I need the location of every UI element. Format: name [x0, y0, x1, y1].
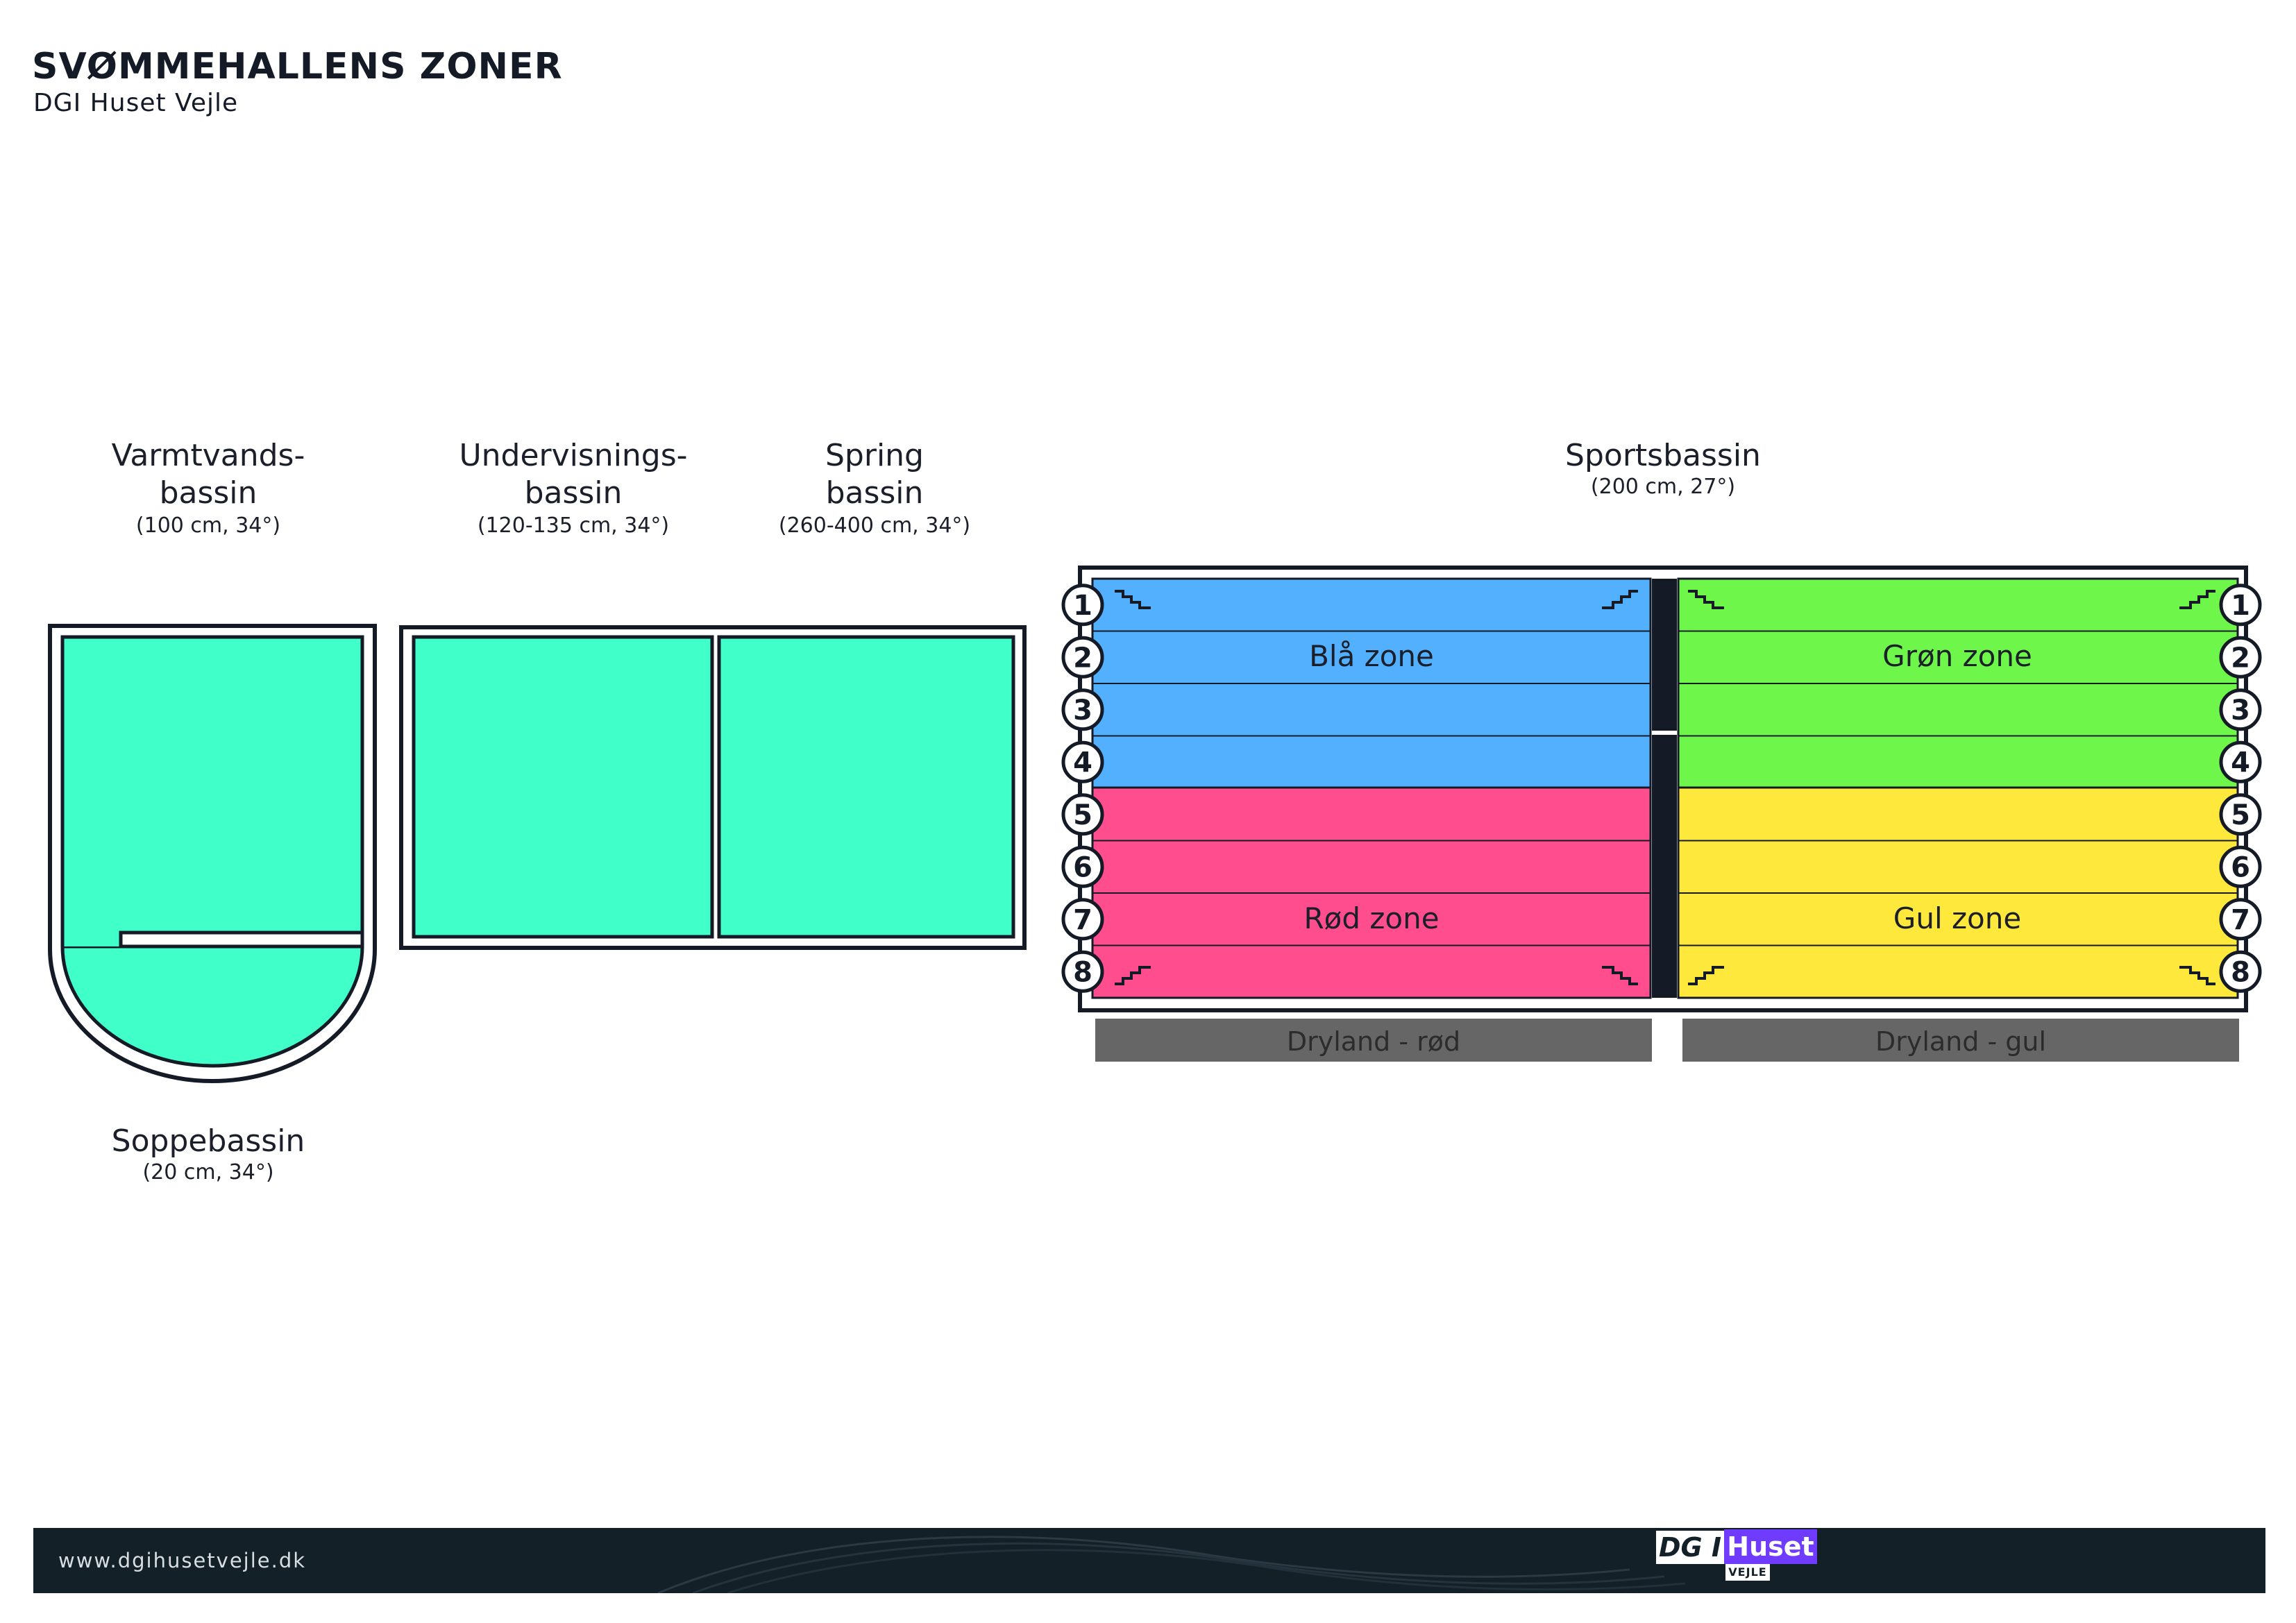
lane-marker-circle [1061, 740, 1104, 783]
sports-pool: Blå zone Grøn zone Rød zone Gul zone 1 1 2… [1061, 566, 2262, 1062]
stairs-icon [1602, 966, 1638, 985]
lane-number: 2 [2231, 642, 2250, 674]
varmtvands-water [62, 637, 362, 946]
stairs-icon [1115, 590, 1151, 609]
dryland-yellow-bar [1682, 1019, 2239, 1062]
lane-number: 8 [1073, 956, 1092, 988]
lane-marker-circle [2219, 898, 2262, 941]
undervisnings-spring-pool [399, 625, 1027, 950]
dgi-huset-logo[interactable]: DG I Huset VEJLE [1656, 1527, 1817, 1582]
lane-number: 5 [2231, 799, 2250, 831]
undervisnings-label: Undervisnings- bassin [434, 437, 712, 512]
lane-marker-circle [1061, 584, 1104, 627]
yellow-zone-label: Gul zone [1893, 901, 2021, 935]
soppe-water [60, 944, 364, 1068]
soppe-spec: (20 cm, 34°) [142, 1160, 274, 1184]
lane-marker-circle [2219, 845, 2262, 888]
blue-zone-label: Blå zone [1309, 639, 1434, 673]
red-zone-label: Rød zone [1303, 901, 1439, 935]
varmtvands-name-1: Varmtvands- [111, 438, 305, 473]
lane-number: 8 [2231, 956, 2250, 988]
lane-marker-circle [2219, 636, 2262, 679]
spring-spec: (260-400 cm, 34°) [778, 513, 971, 538]
lane-number: 1 [2231, 590, 2250, 622]
undervisnings-water [412, 635, 714, 939]
soppe-name: Soppebassin [111, 1123, 305, 1159]
undervisnings-name-2: bassin [524, 475, 623, 511]
lane-number: 4 [1073, 747, 1092, 779]
lane-number: 3 [2231, 695, 2250, 726]
logo-dgi-text: DG I [1656, 1531, 1724, 1564]
lane-markers: 1 1 2 2 3 3 4 4 5 5 6 6 7 7 8 8 [1061, 584, 2262, 993]
lane-marker-circle [2219, 740, 2262, 783]
lane-number: 5 [1073, 799, 1092, 831]
lane-number: 4 [2231, 747, 2250, 779]
lane-marker-circle [1061, 688, 1104, 731]
undervisnings-name-1: Undervisnings- [459, 438, 688, 473]
dryland-red-label: Dryland - rød [1287, 1026, 1460, 1057]
varmtvands-water-outline [60, 635, 364, 946]
stairs-icon [2179, 590, 2215, 609]
stairs-icon [2179, 966, 2215, 985]
sports-spec: (200 cm, 27°) [1590, 475, 1736, 499]
page-title: SVØMMEHALLENS ZONER [32, 46, 563, 87]
logo-vejle-text: VEJLE [1725, 1564, 1770, 1581]
spring-name-1: Spring [825, 438, 924, 473]
lane-number: 7 [2231, 904, 2250, 936]
stairs-icon [1115, 966, 1151, 985]
lane-marker-circle [1061, 793, 1104, 836]
lane-number: 6 [2231, 851, 2250, 883]
varmtvands-spec: (100 cm, 34°) [135, 513, 281, 538]
stairs-icon [1602, 590, 1638, 609]
lane-number: 1 [1073, 590, 1092, 622]
footer-wave-decoration [657, 1536, 1686, 1593]
footer-bar: www.dgihusetvejle.dk [33, 1528, 2265, 1593]
lane-marker-circle [1061, 636, 1104, 679]
dryland-red-bar [1095, 1019, 1652, 1062]
varmtvands-name-2: bassin [159, 475, 258, 511]
lane-marker-circle [2219, 688, 2262, 731]
soppe-divider-wall [119, 931, 364, 949]
center-bulkhead [1652, 579, 1677, 998]
lane-number: 7 [1073, 904, 1092, 936]
sports-name: Sportsbassin [1565, 438, 1761, 473]
green-zone-label: Grøn zone [1882, 639, 2032, 673]
stairs-icon [1688, 590, 1724, 609]
lane-marker-circle [1061, 845, 1104, 888]
varmtvands-label: Varmtvands- bassin [69, 437, 347, 512]
varmtvands-soppe-pool [48, 624, 377, 1083]
footer-url[interactable]: www.dgihusetvejle.dk [58, 1549, 307, 1572]
dryland-yellow-label: Dryland - gul [1875, 1026, 2046, 1057]
stairs-icon [1688, 966, 1724, 985]
bulkhead-gap [1652, 731, 1677, 735]
spring-name-2: bassin [825, 475, 924, 511]
lane-number: 2 [1073, 642, 1092, 674]
lane-marker-circle [1061, 950, 1104, 993]
lane-number: 3 [1073, 695, 1092, 726]
lane-marker-circle [2219, 793, 2262, 836]
lane-marker-circle [2219, 950, 2262, 993]
lane-lines [1092, 630, 2238, 946]
lane-number: 6 [1073, 851, 1092, 883]
lane-marker-circle [2219, 584, 2262, 627]
page-subtitle: DGI Huset Vejle [33, 89, 239, 117]
undervisnings-spec: (120-135 cm, 34°) [477, 513, 670, 538]
spring-label: Spring bassin [736, 437, 1013, 512]
spring-water [717, 635, 1015, 939]
logo-huset-text: Huset [1724, 1529, 1817, 1564]
lane-marker-circle [1061, 898, 1104, 941]
